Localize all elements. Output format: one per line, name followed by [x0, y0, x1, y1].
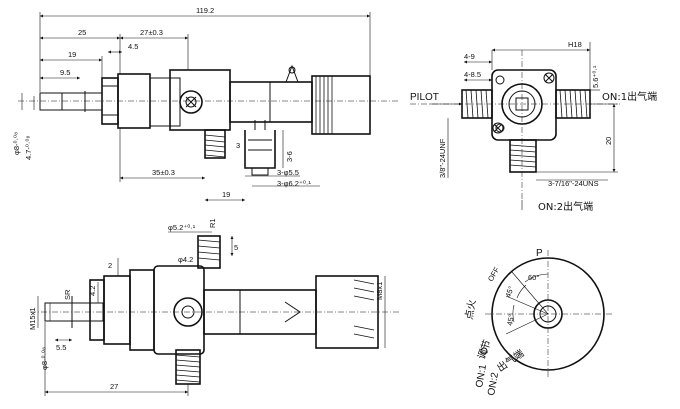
dim-25: 25 [78, 28, 86, 37]
dial-label-p: P [536, 248, 543, 259]
dim-4-9: 4-9 [464, 52, 475, 61]
dial-stop-label: 点火 [463, 299, 478, 321]
dim-overall-length: 119.2 [196, 6, 214, 15]
side-view: PILOT ON:1出气端 ON:2出气端 4-9 4-8.5 H18 5.6⁺… [410, 40, 657, 213]
dim-dia8-front: φ8-⁰·⁰⁸ [12, 132, 21, 155]
dim-20: 20 [604, 137, 613, 145]
dim-4-5: 4.5 [128, 42, 138, 51]
dim-2: 2 [108, 261, 112, 270]
dim-35: 35±0.3 [152, 168, 175, 177]
dim-9-5: 9.5 [60, 68, 70, 77]
dim-27: 27±0.3 [140, 28, 163, 37]
dim-3-6: 3-6 [285, 151, 294, 162]
dim-dia4-2: φ4.2 [178, 255, 193, 264]
label-on1: ON:1出气端 [602, 90, 657, 103]
dial-view: P OFF 60° 45° 45° 点火 调节 出气端 ON:1 ON:2 [463, 248, 612, 397]
dim-19-top: 19 [68, 50, 76, 59]
dim-dia8-bottom: φ8-⁰·⁰⁸ [40, 347, 49, 370]
dim-r1: R1 [208, 218, 217, 228]
bottom-view: φ5.2⁺⁰·¹ R1 5 φ4.2 2 4.2 SR M15x1 φ8-⁰·⁰… [28, 218, 400, 396]
dim-sr: SR [63, 289, 72, 300]
dim-h18: H18 [568, 40, 582, 49]
label-on2: ON:2出气端 [538, 200, 593, 213]
dial-label-off: OFF [486, 265, 502, 283]
label-pilot: PILOT [410, 92, 439, 103]
dim-5: 5 [234, 243, 238, 252]
dim-27-bottom: 27 [110, 382, 118, 391]
dim-5-6: 5.6⁺⁰·¹ [591, 65, 600, 88]
dim-4-8-5: 4-8.5 [464, 70, 481, 79]
thread-bottom-label: 3-7/16"-24UNS [548, 179, 599, 188]
angle-45b: 45° [505, 314, 516, 327]
dim-dia6-2: 3-φ6.2⁺⁰·¹ [277, 179, 311, 188]
dial-on2: ON:2 [486, 371, 501, 396]
angle-60: 60° [528, 273, 539, 282]
dim-5-5: 5.5 [56, 343, 66, 352]
dial-on1: ON:1 [474, 363, 489, 388]
dial-note-a: 调节 [476, 338, 494, 361]
dim-4-2: 4.2 [88, 286, 97, 296]
dial-note-b: 出气端 [494, 347, 526, 375]
dim-19-bottom: 19 [222, 190, 230, 199]
angle-45a: 45° [503, 285, 515, 299]
thread-left-label: 3/8"-24UNF [438, 138, 447, 178]
dim-3-r: 3 [236, 141, 240, 150]
dim-dia5-2: φ5.2⁺⁰·¹ [168, 223, 196, 232]
front-view: 119.2 25 27±0.3 4.5 19 9.5 φ8-⁰·⁰⁸ 4.7-⁰… [12, 6, 400, 202]
dim-dia5-5: 3-φ5.5 [277, 168, 299, 177]
dim-4-7: 4.7-⁰·⁰⁸ [24, 135, 33, 160]
dim-m8: M8x1 [375, 282, 384, 300]
dim-m15: M15x1 [28, 307, 37, 330]
